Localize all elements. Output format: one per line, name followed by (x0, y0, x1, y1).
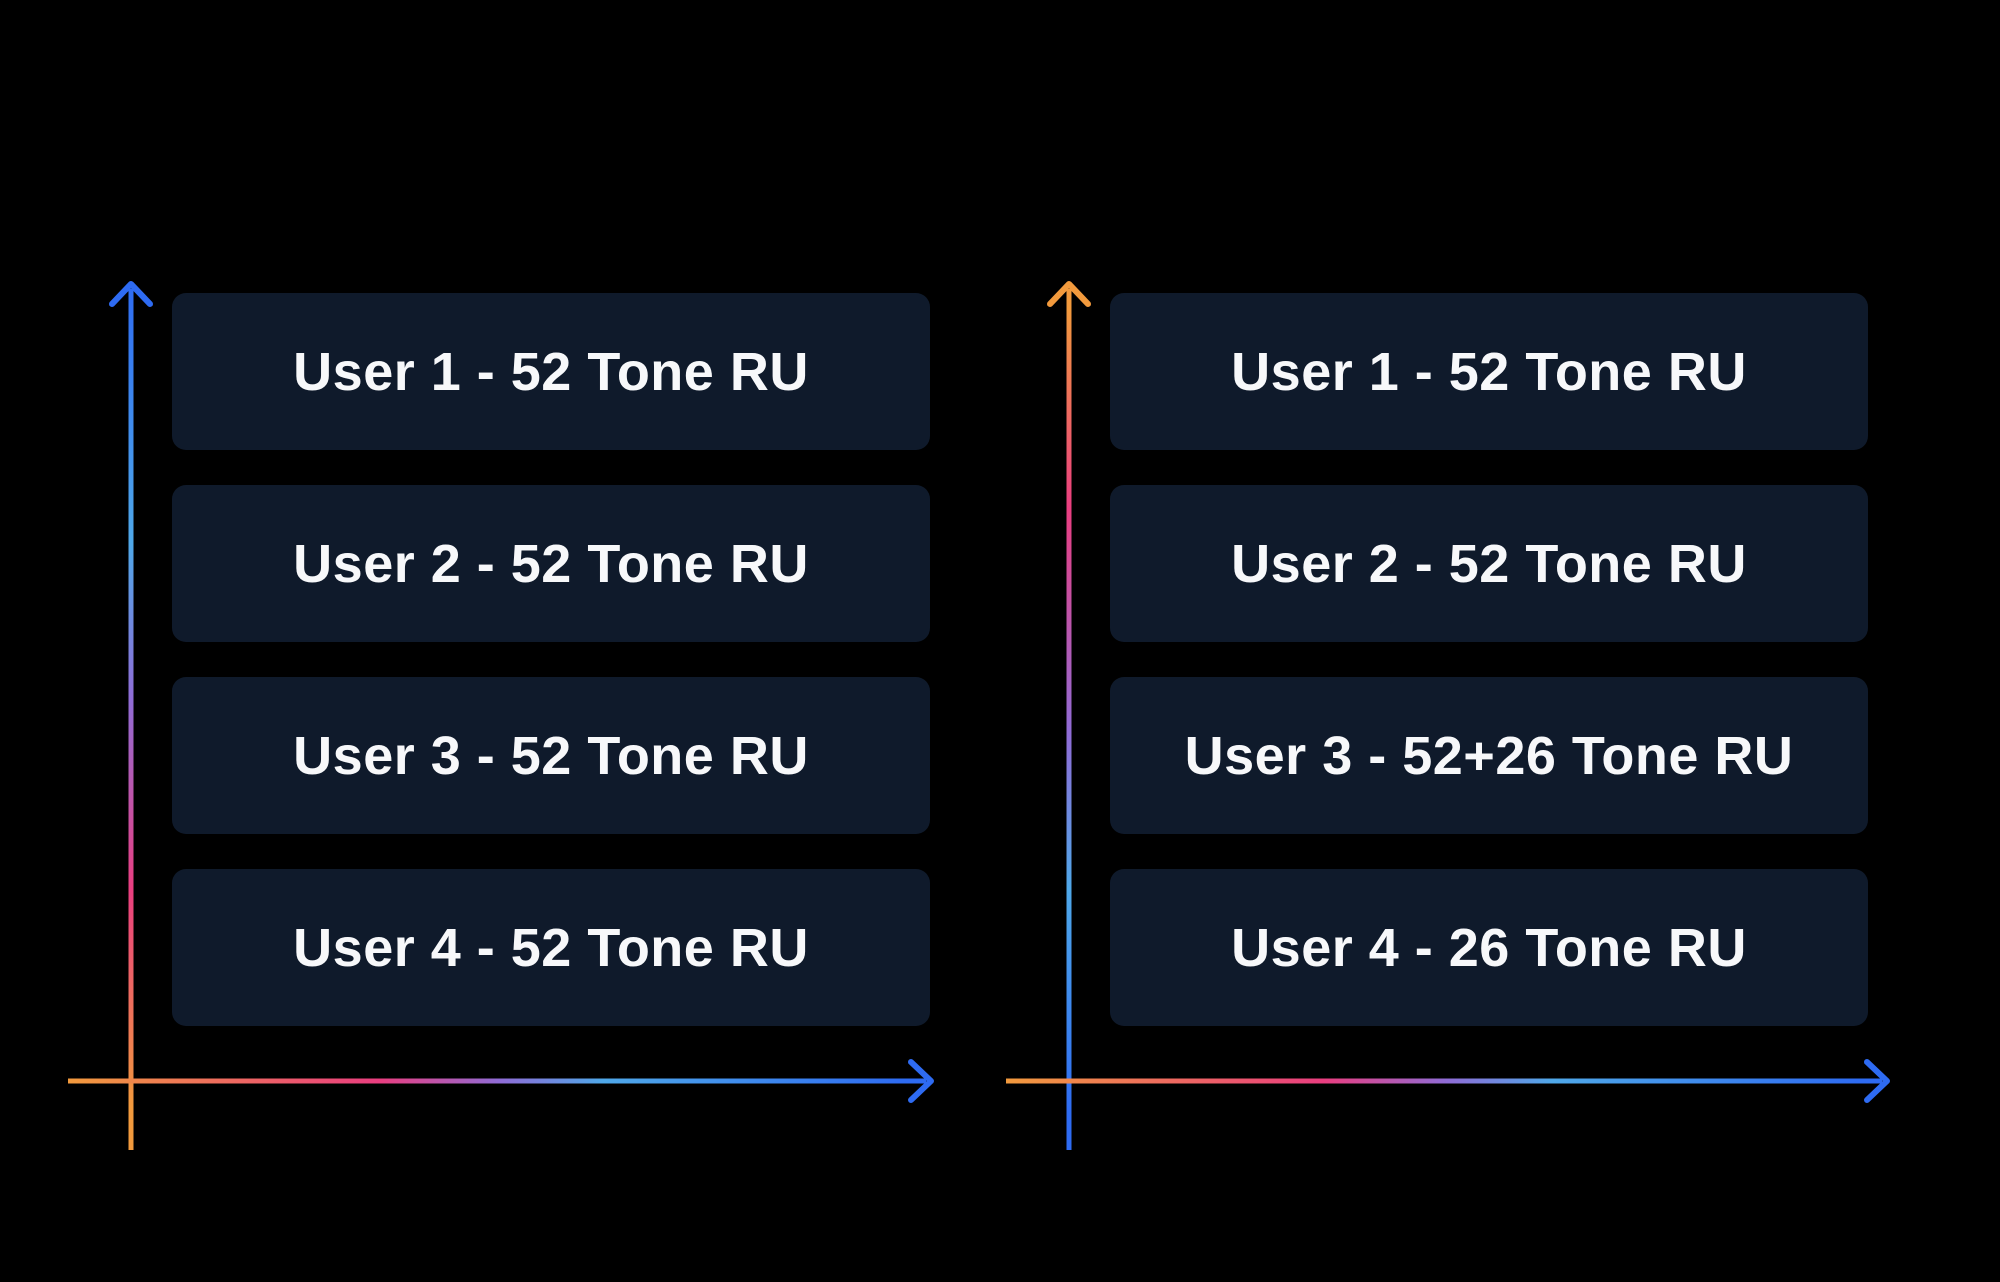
ru-box-label: User 4 - 52 Tone RU (293, 917, 809, 978)
ru-box-label: User 1 - 52 Tone RU (1231, 341, 1747, 402)
ru-box-label: User 3 - 52 Tone RU (293, 725, 809, 786)
ru-box-label: User 1 - 52 Tone RU (293, 341, 809, 402)
ru-box-label: User 2 - 52 Tone RU (1231, 533, 1747, 594)
ru-box-user3: User 3 - 52 Tone RU (172, 677, 930, 834)
ru-box-label: User 2 - 52 Tone RU (293, 533, 809, 594)
right-arrow-icon (1864, 1059, 1890, 1103)
ru-box-user1: User 1 - 52 Tone RU (172, 293, 930, 450)
x-axis-right (1006, 1059, 1890, 1103)
ru-box-user2: User 2 - 52 Tone RU (172, 485, 930, 642)
ru-box-user4: User 4 - 52 Tone RU (172, 869, 930, 1026)
ru-box-label: User 4 - 26 Tone RU (1231, 917, 1747, 978)
up-arrow-icon (109, 281, 153, 307)
ru-box-label: User 3 - 52+26 Tone RU (1184, 725, 1794, 786)
y-axis-left (109, 281, 153, 1150)
x-axis-left (68, 1059, 934, 1103)
ru-box-user2: User 2 - 52 Tone RU (1110, 485, 1868, 642)
ru-box-user3: User 3 - 52+26 Tone RU (1110, 677, 1868, 834)
up-arrow-icon (1047, 281, 1091, 307)
ru-box-user1: User 1 - 52 Tone RU (1110, 293, 1868, 450)
ru-box-user4: User 4 - 26 Tone RU (1110, 869, 1868, 1026)
right-arrow-icon (908, 1059, 934, 1103)
y-axis-right (1047, 281, 1091, 1150)
